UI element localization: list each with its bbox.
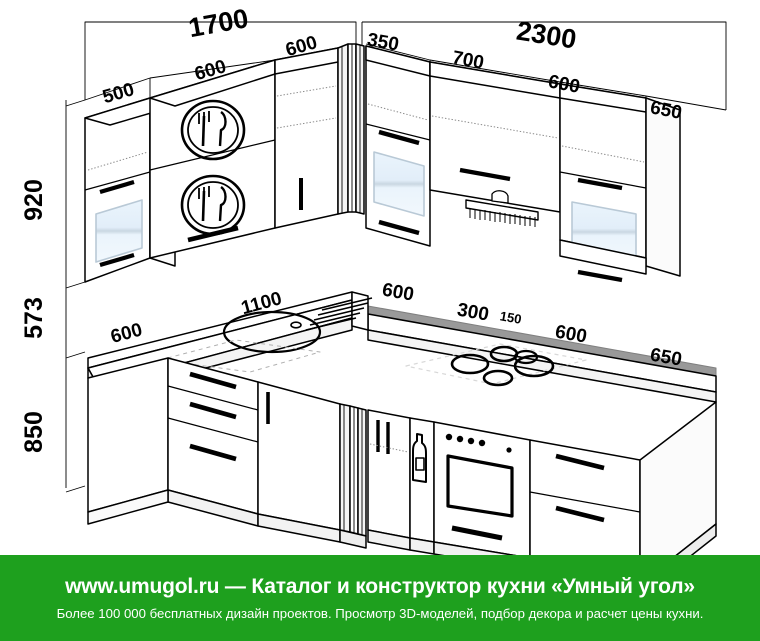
base-cabinet-right-300[interactable] — [367, 409, 411, 551]
handle — [378, 219, 420, 236]
dim-base-cabinet-height: 850 — [20, 411, 48, 453]
dish-rack-lower-icon — [180, 174, 246, 236]
handle — [99, 252, 135, 268]
wall-cabinet-left-600-a[interactable] — [149, 59, 276, 259]
wall-cabinet-right-650[interactable] — [559, 83, 681, 283]
base-cabinet-right-650[interactable] — [529, 401, 717, 555]
banner-headline: www.umugol.ru — Каталог и конструктор ку… — [65, 575, 695, 598]
range-hood-icon — [465, 190, 539, 227]
dim-base-r-1: 300 — [456, 299, 491, 325]
wall-cabinet-right-600[interactable] — [429, 61, 561, 227]
banner-subtext: Более 100 000 бесплатных дизайн проектов… — [56, 606, 704, 621]
wall-cabinet-right-700[interactable] — [365, 45, 431, 247]
dim-wall-cabinet-height: 920 — [20, 179, 48, 221]
oven-appliance[interactable] — [433, 421, 531, 555]
dim-left-run-total: 1700 — [186, 3, 250, 43]
handle — [189, 443, 237, 462]
dim-base-l-1: 600 — [109, 319, 145, 347]
base-cabinet-sink-door[interactable] — [257, 381, 341, 543]
hob-icon — [405, 343, 587, 387]
bottle-icon — [412, 433, 427, 483]
handle — [555, 453, 605, 471]
wall-cabinet-left-600-b[interactable] — [274, 47, 339, 229]
handle — [577, 269, 623, 283]
handle — [187, 225, 239, 243]
handle — [378, 129, 420, 146]
handle — [189, 371, 237, 390]
dim-right-run-total: 2300 — [514, 16, 578, 55]
base-corner-post — [339, 403, 367, 549]
corner-filler-panel — [337, 43, 365, 215]
kitchen-layout-drawing: 1700 2300 500 600 600 350 700 600 650 92… — [20, 3, 727, 555]
dish-rack-upper-icon — [180, 99, 246, 161]
sink-icon — [222, 297, 373, 354]
base-cabinet-drawers-3[interactable] — [87, 357, 259, 527]
dim-base-r-2: 150 — [499, 308, 523, 327]
handle — [99, 179, 135, 195]
base-cabinet-bottle-rack-150[interactable] — [409, 417, 435, 555]
dim-backsplash-height: 573 — [20, 297, 48, 339]
handle — [577, 177, 623, 191]
handle — [451, 525, 503, 541]
handle — [555, 505, 605, 523]
base-cabinet-left-end[interactable] — [87, 357, 169, 513]
handle — [459, 167, 511, 182]
site-promo-banner[interactable]: www.umugol.ru — Каталог и конструктор ку… — [0, 555, 760, 641]
dim-base-l-3: 600 — [381, 279, 416, 305]
handle — [189, 401, 237, 420]
oven-knobs — [445, 433, 512, 453]
